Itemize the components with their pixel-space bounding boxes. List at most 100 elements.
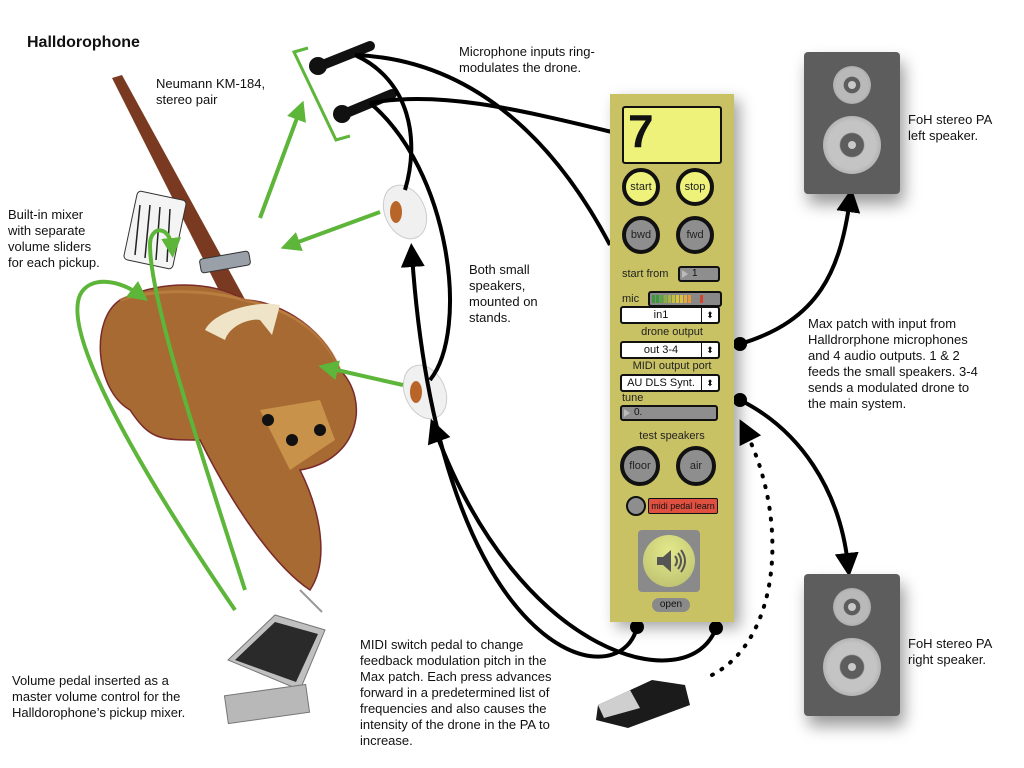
drone-output-menu[interactable]: out 3-4 ⬍ [620, 341, 720, 359]
counter-display: 7 [622, 105, 722, 164]
annotation-line: right speaker. [908, 652, 987, 667]
stop-button[interactable]: stop [676, 168, 714, 206]
air-button[interactable]: air [676, 446, 716, 486]
annotation-line: Max patch with input from [808, 316, 957, 331]
green-arrows [75, 100, 404, 612]
arrow-to-mics [258, 100, 306, 219]
tweeter-icon [833, 588, 871, 626]
halldorophone-instrument [99, 75, 358, 613]
tune-number[interactable]: 0. [620, 405, 718, 421]
annotation-line: stands. [469, 310, 511, 325]
annotation-midi-pedal: MIDI switch pedal to change feedback mod… [360, 637, 552, 749]
annotation-line: master volume control for the [12, 689, 181, 704]
annotation-pa-left: FoH stereo PA left speaker. [908, 112, 992, 144]
arrow-from-speaker-top [280, 210, 381, 251]
midi-port-label: MIDI output port [632, 360, 712, 372]
tailpiece [260, 400, 335, 470]
arrow-mixer-loop [147, 228, 247, 591]
fwd-button[interactable]: fwd [676, 216, 714, 254]
annotation-line: mounted on [469, 294, 538, 309]
drone-output-value: out 3-4 [643, 344, 679, 356]
microphone-bottom [333, 89, 397, 123]
wire-mic-bottom-to-speaker [368, 101, 452, 382]
start-from-number[interactable]: 1 [678, 266, 720, 282]
open-button[interactable]: open [652, 598, 690, 612]
annotation-line: the main system. [808, 396, 907, 411]
annotation-line: Microphone inputs ring- [459, 44, 595, 59]
speaker-volume-icon [643, 535, 695, 587]
annotation-line: Max patch. Each press advances [360, 669, 552, 684]
arrow-from-speaker-bottom [318, 360, 404, 387]
pickup [199, 250, 251, 274]
mic-input-value: in1 [653, 309, 669, 321]
annotation-line: Neumann KM-184, [156, 76, 266, 91]
max-patch-panel: 7 start stop bwd fwd start from 1 mic in… [610, 94, 734, 622]
volume-pedal [223, 614, 326, 725]
annotation-line: feeds the small speakers. 3-4 [808, 364, 978, 379]
tweeter-icon [833, 66, 871, 104]
annotation-line: sends a modulated drone to [808, 380, 970, 395]
bwd-button[interactable]: bwd [622, 216, 660, 254]
start-button[interactable]: start [622, 168, 660, 206]
small-speaker-top [382, 184, 428, 240]
annotation-mixer: Built-in mixer with separate volume slid… [8, 207, 100, 271]
diagram-title: Halldorophone [27, 34, 140, 51]
annotation-volume-pedal: Volume pedal inserted as a master volume… [12, 673, 185, 721]
drone-output-label: drone output [641, 326, 703, 338]
annotation-line: Halldorophone’s pickup mixer. [12, 705, 186, 720]
annotation-pa-right: FoH stereo PA right speaker. [908, 636, 992, 668]
annotation-mic-inputs: Microphone inputs ring- modulates the dr… [459, 44, 595, 76]
instrument-neck [112, 75, 270, 352]
floor-button[interactable]: floor [620, 446, 660, 486]
annotation-line: increase. [360, 733, 413, 748]
midi-port-menu[interactable]: AU DLS Synt.⬍ [620, 374, 720, 392]
tune-label: tune [622, 392, 644, 404]
annotation-line: speakers, [469, 278, 526, 293]
annotation-line: Halldrorphone microphones [808, 332, 968, 347]
bridge [205, 303, 280, 340]
pa-left-speaker [804, 52, 900, 194]
annotation-max-patch: Max patch with input from Halldrorphone … [808, 316, 978, 412]
audio-on-button[interactable] [638, 530, 700, 592]
annotation-line: MIDI switch pedal to change [360, 637, 524, 652]
annotation-line: volume sliders [8, 239, 92, 254]
mixer-panel [123, 190, 187, 270]
annotation-line: Both small [469, 262, 530, 277]
annotation-line: stereo pair [156, 92, 218, 107]
updown-icon: ⬍ [701, 308, 718, 322]
annotation-line: for each pickup. [8, 255, 100, 270]
mic-input-menu[interactable]: in1 ⬍ [620, 306, 720, 324]
test-speakers-label: test speakers [639, 430, 705, 442]
annotation-line: feedback modulation pitch in the [360, 653, 547, 668]
start-from-label: start from [622, 268, 669, 280]
annotation-line: FoH stereo PA [908, 112, 993, 127]
woofer-icon [823, 638, 881, 696]
annotation-line: Built-in mixer [8, 207, 84, 222]
annotation-line: modulates the drone. [459, 60, 582, 75]
annotation-line: intensity of the drone in the PA to [360, 717, 550, 732]
annotation-line: left speaker. [908, 128, 979, 143]
microphone-top [309, 41, 375, 75]
mic-level-meter [648, 291, 722, 307]
mic-bracket [291, 46, 351, 142]
annotation-small-speakers: Both small speakers, mounted on stands. [469, 262, 538, 326]
annotation-mics: Neumann KM-184, stereo pair [156, 76, 265, 108]
midi-learn-indicator [626, 496, 646, 516]
annotation-line: frequencies and also causes the [360, 701, 547, 716]
instrument-body [99, 284, 358, 592]
annotation-line: and 4 audio outputs. 1 & 2 [808, 348, 960, 363]
updown-icon: ⬍ [701, 343, 718, 357]
arrow-pedal-to-mixer [75, 279, 237, 612]
annotation-line: with separate [8, 223, 86, 238]
annotation-line: FoH stereo PA [908, 636, 993, 651]
woofer-icon [823, 116, 881, 174]
updown-icon: ⬍ [701, 376, 718, 390]
mic-label: mic [622, 293, 640, 305]
midi-pedal-learn-button[interactable]: midi pedal learn [648, 498, 718, 514]
annotation-line: forward in a predetermined list of [360, 685, 550, 700]
pa-right-speaker [804, 574, 900, 716]
wire-mic-top-to-patch [354, 53, 612, 246]
midi-switch-pedal [596, 680, 690, 728]
annotation-line: Volume pedal inserted as a [12, 673, 169, 688]
wire-patch-to-pa-right [739, 398, 859, 577]
